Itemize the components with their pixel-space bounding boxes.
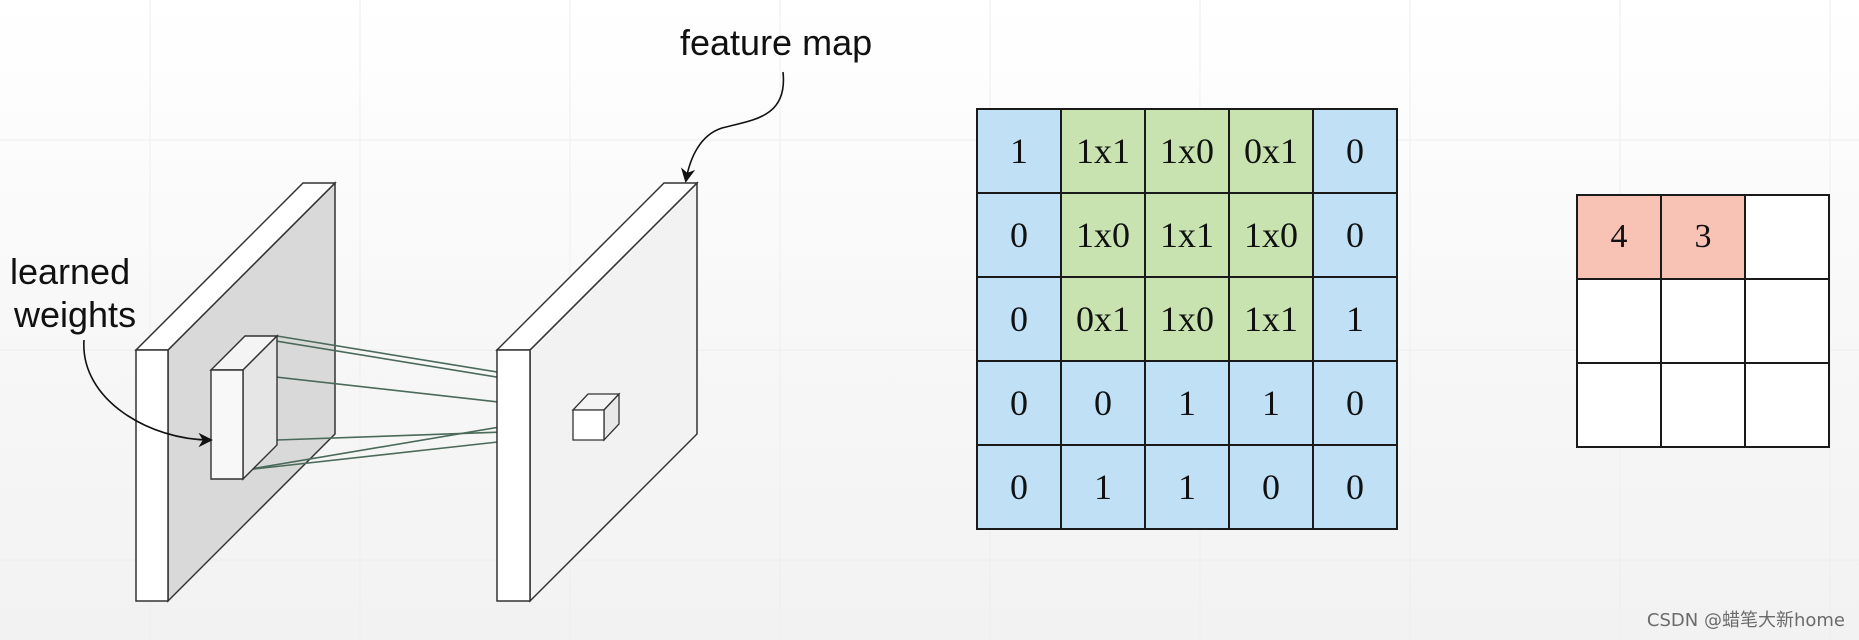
input-cell: 0 — [976, 276, 1062, 362]
output-cell — [1660, 362, 1746, 448]
input-cell: 0 — [1312, 444, 1398, 530]
output-cell — [1744, 362, 1830, 448]
output-cell-filled: 3 — [1660, 194, 1746, 280]
kernel-cube-front — [210, 369, 244, 480]
kernel-cell: 1x1 — [1144, 192, 1230, 278]
input-cell: 1 — [1144, 360, 1230, 446]
watermark: CSDN @蜡笔大新home — [1646, 610, 1845, 631]
input-cell: 0 — [1312, 360, 1398, 446]
output-cell-filled: 4 — [1576, 194, 1662, 280]
input-cell: 1 — [1144, 444, 1230, 530]
kernel-cell: 1x1 — [1228, 276, 1314, 362]
kernel-cell: 0x1 — [1060, 276, 1146, 362]
output-matrix-row — [1576, 278, 1830, 364]
output-cell — [1576, 362, 1662, 448]
input-cell: 0 — [976, 192, 1062, 278]
kernel-cell: 1x1 — [1060, 108, 1146, 194]
kernel-cube — [209, 334, 279, 481]
feature-map-cell — [571, 392, 621, 442]
learned-weights-arrow — [83, 339, 213, 448]
input-cell: 0 — [1312, 192, 1398, 278]
input-cell: 1 — [1228, 360, 1314, 446]
input-cell: 0 — [976, 360, 1062, 446]
input-plane-front — [135, 349, 169, 602]
output-cell — [1744, 194, 1830, 280]
input-cell: 0 — [1228, 444, 1314, 530]
input-cell: 1 — [1312, 276, 1398, 362]
output-cell — [1660, 278, 1746, 364]
kernel-cell: 0x1 — [1228, 108, 1314, 194]
kernel-cell: 1x0 — [1144, 276, 1230, 362]
output-cell — [1744, 278, 1830, 364]
input-cell: 0 — [976, 444, 1062, 530]
output-matrix-row — [1576, 362, 1830, 448]
feature-map-label: feature map — [680, 22, 873, 63]
feature-map-plane — [495, 181, 699, 603]
input-cell: 0 — [1060, 360, 1146, 446]
feature-map-arrow — [680, 71, 785, 183]
kernel-cell: 1x0 — [1144, 108, 1230, 194]
feature-plane-front — [496, 349, 531, 602]
learned-weights-label-line2: weights — [14, 294, 137, 335]
learned-weights-label-line1: learned — [10, 251, 131, 292]
input-cell: 1 — [976, 108, 1062, 194]
output-cell — [1576, 278, 1662, 364]
input-cell: 1 — [1060, 444, 1146, 530]
kernel-cell: 1x0 — [1060, 192, 1146, 278]
kernel-cell: 1x0 — [1228, 192, 1314, 278]
feature-cell-front — [572, 409, 605, 441]
input-cell: 0 — [1312, 108, 1398, 194]
